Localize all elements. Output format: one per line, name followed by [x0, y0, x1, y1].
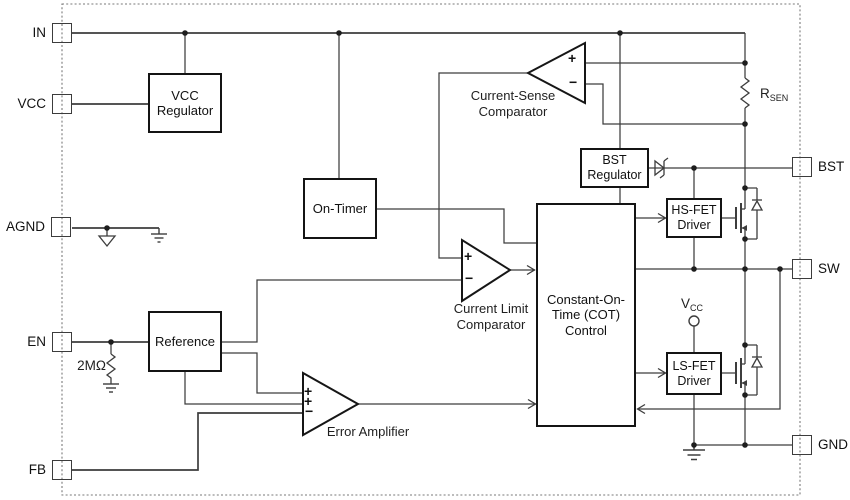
cs-plus-mark: + [568, 50, 577, 66]
block-hs-fet-driver: HS-FET Driver [666, 198, 722, 238]
cl-minus-mark: − [465, 270, 474, 286]
ls-mosfet-icon [735, 344, 764, 396]
cl-plus-mark: + [464, 248, 473, 264]
hs-mosfet-icon [735, 187, 764, 240]
pin-agnd [51, 217, 71, 237]
arrow-cl-to-cot [526, 264, 536, 276]
wire-ref-to-ea-plus2 [184, 372, 303, 405]
pin-label-vcc: VCC [17, 95, 46, 111]
arrow-ea-to-cot [527, 398, 537, 410]
current-limit-comparator-triangle [461, 238, 512, 303]
block-cot-control: Constant-On- Time (COT) Control [536, 203, 636, 427]
wire-cs-minus-input [585, 83, 745, 125]
pin-sw [792, 259, 812, 279]
block-bst-regulator: BST Regulator [580, 148, 649, 188]
error-amplifier-triangle [302, 371, 361, 437]
en-pulldown-resistor-symbol [105, 353, 117, 384]
rsen-label: RSEN [760, 86, 788, 103]
pin-label-fb: FB [28, 461, 46, 477]
vcc-supply-label: VCC [681, 296, 703, 313]
current-limit-comparator-label: Current Limit Comparator [453, 301, 529, 332]
pin-fb [52, 460, 72, 480]
cs-minus-mark: − [569, 74, 578, 90]
wire-ref-to-ea-plus1 [222, 352, 303, 394]
ea-minus-mark: − [305, 403, 314, 419]
wire-fb-to-ea-minus [72, 412, 303, 471]
wire-cs-output [438, 72, 528, 259]
error-amplifier-label: Error Amplifier [326, 424, 410, 439]
current-sense-comparator-label: Current-Sense Comparator [470, 88, 556, 119]
arrow-cot-to-hsdriver [657, 212, 667, 224]
pin-label-in: IN [32, 24, 47, 40]
en-pulldown-label: 2MΩ [77, 358, 106, 373]
pin-label-bst: BST [818, 158, 845, 174]
wire-sw-feedback-to-cot [638, 269, 781, 410]
wires [72, 32, 792, 471]
arrow-sw-feedback-to-cot [636, 403, 646, 415]
pin-en [52, 332, 72, 352]
wire-ontimer-to-cot [377, 208, 536, 244]
block-on-timer: On-Timer [303, 178, 377, 239]
arrow-cot-to-lsdriver [657, 367, 667, 379]
pin-label-en: EN [27, 333, 46, 349]
pin-in [52, 23, 72, 43]
agnd-earth-ground-icon [151, 228, 167, 243]
rsen-label-main: R [760, 86, 770, 101]
junction-dots [104, 30, 783, 448]
ic-boundary [61, 3, 801, 496]
current-sense-comparator-triangle [525, 41, 586, 105]
bst-diode-icon [654, 157, 669, 179]
block-ls-fet-driver: LS-FET Driver [666, 352, 722, 395]
pin-vcc [52, 94, 72, 114]
vcc-supply-terminal [688, 315, 700, 327]
rsen-resistor-symbol [739, 77, 751, 109]
pin-label-sw: SW [818, 260, 840, 276]
pin-gnd [792, 435, 812, 455]
wire-ref-to-cl-minus [222, 279, 462, 343]
arrowheads [526, 212, 667, 415]
en-earth-ground-icon [103, 383, 119, 393]
ea-plus2-mark: + [304, 393, 313, 409]
vcc-supply-label-sub: CC [690, 303, 704, 313]
pin-label-gnd: GND [818, 436, 848, 452]
vcc-supply-label-main: V [681, 296, 691, 311]
pin-bst [792, 157, 812, 177]
pin-label-agnd: AGND [5, 218, 45, 234]
rsen-label-sub: SEN [769, 93, 789, 103]
ea-plus1-mark: + [304, 383, 313, 399]
block-reference: Reference [148, 311, 222, 372]
block-vcc-regulator: VCC Regulator [148, 73, 222, 133]
